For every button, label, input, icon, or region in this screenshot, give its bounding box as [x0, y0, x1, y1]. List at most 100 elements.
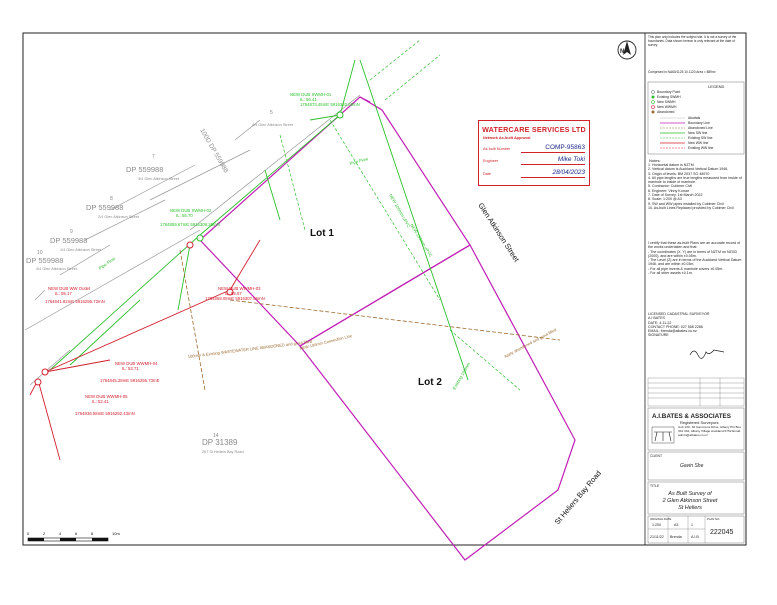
note-item: 4. All pipe lengths are true lengths mea…	[648, 175, 742, 185]
manhole-coord: 1764859.67mE 5916309.26mN	[160, 222, 220, 227]
certification-item: - The Level (Z) are in terms of the Auck…	[648, 258, 742, 267]
legend-title: LEGEND	[708, 84, 725, 89]
lot-1-label: Lot 1	[310, 228, 334, 239]
note-item: 7. Date of Survey: 1st March 2022	[648, 193, 703, 198]
surveyor-name: A.I BATES	[648, 316, 665, 321]
title-line: As Built Survey of	[667, 491, 712, 497]
size-value: A3	[674, 523, 678, 527]
original-date-label: ORIGINAL DATE	[650, 517, 671, 521]
svg-text:N: N	[620, 49, 624, 55]
note-item: 5. Contractor: Cubimer Civil	[648, 184, 693, 189]
note-item: 9. SW and WW pipes installed by Cubimer …	[648, 201, 724, 206]
stamp-asbuilt-value: COMP-95863	[545, 144, 585, 151]
parcel-number: 8	[110, 196, 113, 202]
parcel-dp: DP 559988	[26, 256, 63, 265]
parcel-number: 5	[270, 110, 273, 116]
note-item: 10. As-built Lines Replaced provided by …	[648, 205, 734, 210]
legend-line: New SW line	[688, 131, 708, 135]
parcel-dp: DP 559988	[50, 236, 87, 245]
manhole-il: IL: 53.71	[122, 366, 139, 371]
note-item: 2. Vertical datum is Auckland Vertical D…	[648, 167, 729, 172]
surveyor-sig-label: SIGNATURE	[648, 333, 669, 338]
watercare-approval-stamp: WATERCARE SERVICES LTD Network As-built …	[478, 120, 590, 186]
client-label: CLIENT	[650, 454, 662, 458]
scale-tick: 8	[91, 531, 94, 536]
legend-line: Existing WW line	[688, 146, 714, 150]
certification-text: I certify that these as-built Plans are …	[648, 241, 744, 275]
surveyor-email: EMAIL: brenda@aibates.co.nz	[648, 329, 697, 334]
manhole-coord: 1764841.82mE 5916295.73mN	[45, 299, 105, 304]
parcel-number: 7	[152, 154, 155, 160]
client-name: Gavin She	[680, 463, 704, 469]
manhole-id: NEW DUB SWMH-01	[290, 92, 332, 97]
stamp-title: WATERCARE SERVICES LTD	[482, 125, 586, 134]
legend-item: New WWMH	[657, 105, 677, 109]
title-line: 2 Glen Atkinson Street	[662, 498, 718, 504]
stamp-asbuilt-label: As-built Number	[483, 147, 511, 151]
company-subtitle: Registered Surveyors	[680, 420, 718, 425]
manhole-id: NEW DUB WWMH-03	[218, 286, 261, 291]
manhole-il: IL: 52.41	[92, 399, 109, 404]
title-line: St Heliers	[678, 505, 702, 511]
manhole-il: IL: 55.70	[176, 213, 193, 218]
legend-line: Boundary Line	[688, 121, 710, 125]
certification-item: - For all pipe inverts & manhole covers …	[648, 266, 724, 271]
legend-item: Existing SWMH	[657, 95, 681, 99]
stamp-date-value: 28/04/2023	[552, 169, 585, 176]
surveyor-contact: CONTACT PHONE: 027 558 2286	[648, 324, 703, 329]
note-item: 8. Scale: 1:200 @ A3	[648, 197, 682, 202]
legend-line: Abandoned Line	[688, 126, 713, 130]
certification-item: - The coordinates (X, Y) are in terms of…	[648, 249, 738, 258]
legend-item: Abandoned	[657, 110, 674, 114]
stamp-subtitle: Network As-built Approval	[483, 136, 531, 140]
note-item: 1. Horizontal datum is NZTM.	[648, 163, 695, 167]
right-panel: This plan only includes the subject site…	[647, 35, 745, 544]
manhole-il: IL: 55.17	[55, 291, 72, 296]
certification-item: I certify that these as-built Plans are …	[648, 241, 741, 250]
manhole-id: NEW DUB WW Outlet	[48, 286, 91, 291]
stamp-date-label: Date	[483, 172, 492, 176]
scale-tick: 10m	[112, 531, 120, 536]
abandoned-line	[179, 249, 561, 391]
parcel-dp: DP 559988	[86, 203, 123, 212]
manhole-id: NEW DUB WWMH-05	[85, 394, 128, 399]
manhole-il: IL: 55.57	[225, 291, 242, 296]
parcel-address: 4/4 Glen Atkinson Street	[252, 123, 294, 127]
legend-item: New SWMH	[657, 100, 676, 104]
company-address: Unit 13C, 30 Gammons Drive, Albany PO Bo…	[678, 426, 741, 437]
north-arrow-icon: N	[617, 40, 637, 60]
wastewater-lines	[29, 239, 261, 461]
drawing-frame	[22, 32, 747, 546]
legend-item: Boundary Point	[657, 90, 680, 94]
manhole-id: NEW DUB SWMH-02	[170, 208, 212, 213]
sheet-value: 1	[691, 523, 693, 527]
company-name: A.I.BATES & ASSOCIATES	[652, 413, 731, 420]
wastewater-annotations: NEW DUB WWMH-03 IL: 55.57 1764858.08mE 5…	[45, 286, 265, 416]
title-label: TITLE	[650, 484, 660, 488]
parcel-address: 1/4 Glen Atkinson Street	[60, 248, 102, 252]
manhole-coord: 1764858.08mE 5916307.06mN	[205, 296, 265, 301]
manhole-coord: 1764845.28mE 5916256.73mE	[100, 378, 160, 383]
manhole-coord: 1764836.58mE 5916292.43mN	[75, 411, 135, 416]
note-item: 6. Engineer: Vinny Kumar	[648, 188, 689, 193]
note-item: 3. Origin of levels: BM 2037 SO 48970	[648, 171, 710, 176]
certification-item: - For all other assets ±0.1m.	[648, 271, 693, 276]
plan-no-label: PLAN NO.	[707, 517, 720, 521]
scale-tick: 0	[27, 531, 30, 536]
manhole-il: IL: 56.41	[300, 97, 317, 102]
surveyor-date: DATE: 4-11-22	[648, 320, 672, 325]
adjacent-parcel-lines	[24, 94, 361, 386]
manhole-coord: 1764873.45mE 5916320.58mN	[300, 102, 360, 107]
scale-tick: 2	[43, 531, 46, 536]
pipe-flow-label: Pipe Flow	[349, 156, 369, 166]
plan-no-value: 222045	[710, 529, 733, 536]
manhole-id: NEW DUB WWMH-04	[115, 361, 158, 366]
manhole-symbols	[34, 111, 344, 386]
date-value: 21/11/22	[650, 535, 664, 539]
drawn-value: Brenda	[670, 535, 682, 539]
parcel-number: 10	[37, 250, 43, 256]
legend-line: Existing SW line	[688, 136, 713, 140]
company-logo-icon	[651, 426, 675, 444]
parcel-dp: DP 31389	[202, 438, 238, 447]
